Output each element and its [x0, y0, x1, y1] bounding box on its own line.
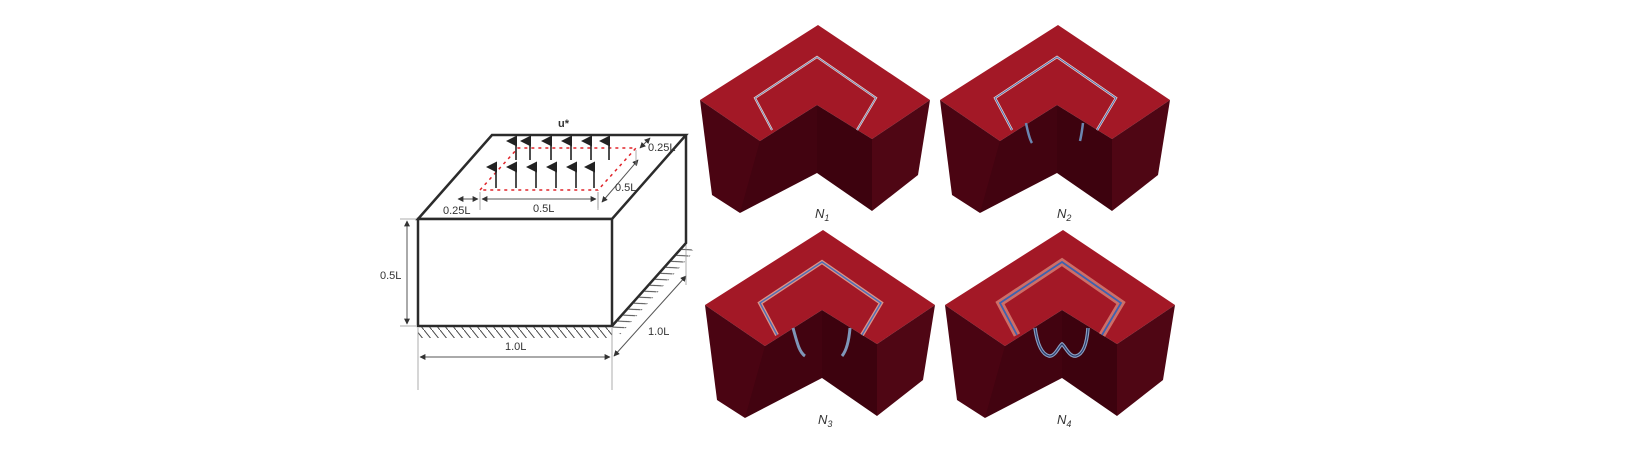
- fixed-support-side: [612, 244, 695, 335]
- panel-label-n2: N2: [1057, 206, 1071, 223]
- dim-load-depth: 0.5L: [615, 182, 636, 194]
- dim-top-offset-right: 0.25L: [648, 142, 676, 154]
- panel-n1: [700, 25, 930, 213]
- box-front-face: [416, 217, 614, 328]
- dim-depth: 1.0L: [648, 326, 669, 338]
- fixed-support-bottom: [418, 327, 612, 338]
- top-face: [940, 25, 1170, 141]
- top-face: [700, 25, 930, 141]
- dim-top-offset-left: 0.25L: [443, 205, 471, 217]
- dim-load-width: 0.5L: [533, 203, 554, 215]
- panel-label-n4: N4: [1057, 412, 1071, 429]
- dim-height: 0.5L: [380, 270, 401, 282]
- panel-n4: [945, 230, 1175, 418]
- load-label: u*: [558, 118, 570, 130]
- schematic-diagram: u* 0.25L 0.5L 0.25L 0.5L 0.5L 1.0L: [380, 118, 695, 390]
- cut-face-right: [817, 105, 872, 211]
- top-face: [945, 230, 1175, 346]
- panel-label-n1: N1: [815, 206, 829, 223]
- panel-n2: [940, 25, 1170, 213]
- panel-label-n3: N3: [818, 412, 832, 429]
- load-arrows: [485, 135, 611, 188]
- load-region: [478, 147, 638, 191]
- cut-face-left: [740, 105, 817, 213]
- crack-path: [998, 260, 1123, 336]
- crack-path: [759, 261, 882, 336]
- panel-n3: [705, 230, 935, 418]
- dim-width: 1.0L: [505, 341, 526, 353]
- top-face: [705, 230, 935, 346]
